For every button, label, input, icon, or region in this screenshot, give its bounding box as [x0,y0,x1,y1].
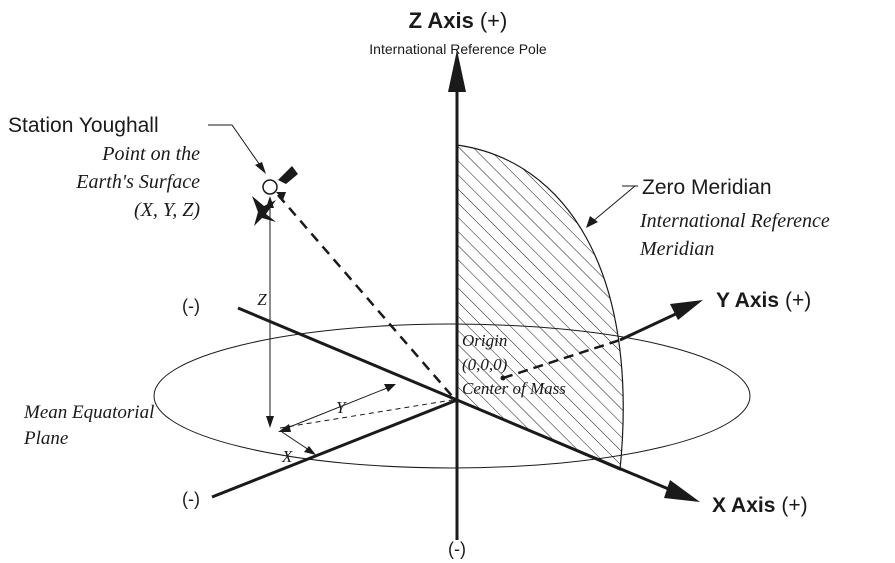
position-vector [277,194,453,397]
y-axis-title: Y Axis(+) [716,289,811,312]
meridian-name: Zero Meridian [642,176,772,199]
y-axis-hidden-segment [502,338,621,380]
y-axis-line [619,310,681,342]
y-axis-arrowhead [670,300,703,320]
meridian-leader-arrowhead [586,216,598,228]
y-axis-negative-label: (-) [182,489,200,509]
x-axis-negative-label: (-) [182,296,200,316]
z-axis-negative-label: (-) [448,539,466,559]
origin-line1: Origin [462,331,507,350]
z-axis-arrowhead [448,50,466,92]
station-desc-line2: Earth's Surface [75,171,200,193]
station-icon [252,166,298,226]
z-component-label: Z [257,290,267,309]
station-desc-line3: (X, Y, Z) [134,199,200,221]
meridian-leader [591,185,636,223]
y-component-label: Y [336,398,347,417]
x-axis-title: X Axis(+) [712,494,808,517]
origin-point [500,375,506,381]
z-axis-subtitle: International Reference Pole [369,41,547,57]
y-axis-negative-line [211,398,458,499]
z-component-arrow-bottom [266,416,274,428]
x-axis-arrowhead [664,480,700,502]
station-name: Station Youghall [8,114,159,137]
y-component-arrow-start [278,424,291,432]
origin-line3: Center of Mass [462,379,566,398]
meridian-desc-line2: Meridian [639,238,714,260]
projection-line [279,399,453,429]
zero-meridian-plane [456,144,624,471]
y-component-line [281,385,393,431]
x-axis-negative-line [237,306,458,402]
origin-line2: (0,0,0) [462,355,508,374]
z-axis-title: Z Axis(+) [409,8,508,33]
y-component-arrow-end [384,384,396,392]
station-leader-arrowhead [255,162,266,174]
x-axis-line [456,398,679,495]
x-component-label: X [281,447,293,466]
station-desc-line1: Point on the [101,143,200,165]
plane-line2: Plane [23,428,68,449]
meridian-desc-line1: International Reference [639,210,830,232]
mean-equatorial-plane [153,323,751,469]
station-leader [208,124,263,169]
x-component-arrow-end [304,446,316,455]
plane-line1: Mean Equatorial [23,402,154,423]
